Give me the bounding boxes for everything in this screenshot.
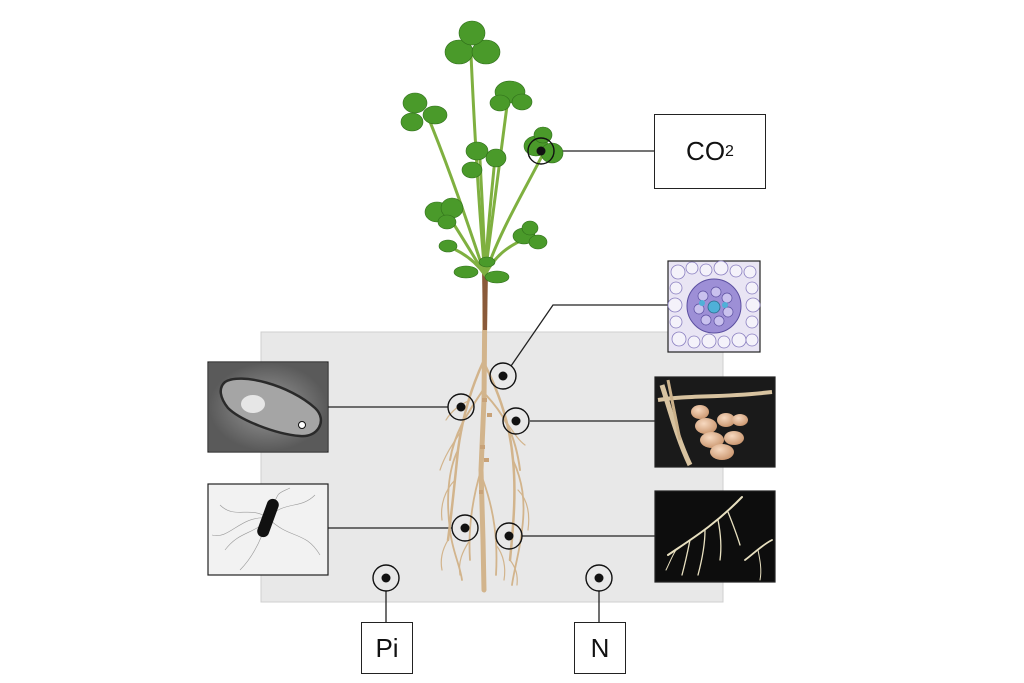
marker-root-section bbox=[489, 362, 517, 390]
bacterium-cell-micrograph bbox=[207, 361, 329, 453]
n-label: N bbox=[590, 632, 610, 663]
stem-base bbox=[482, 270, 488, 330]
root-nodule-marks bbox=[479, 398, 492, 494]
root-hairs-photo bbox=[654, 490, 776, 583]
marker-leaf-co2 bbox=[527, 137, 555, 165]
pi-label-box: Pi bbox=[361, 622, 413, 674]
marker-n bbox=[585, 564, 613, 592]
root-system bbox=[439, 287, 530, 593]
marker-symbols bbox=[372, 137, 613, 592]
soil-region bbox=[260, 331, 724, 603]
clover-leaves bbox=[400, 20, 564, 284]
flagellated-bacterium-micrograph bbox=[207, 483, 329, 576]
marker-nodules bbox=[502, 407, 530, 435]
marker-bacterium-cell bbox=[447, 393, 475, 421]
co2-subscript: 2 bbox=[725, 142, 734, 160]
root-nodules-photo bbox=[654, 376, 776, 468]
pi-label: Pi bbox=[375, 632, 399, 663]
connector-lines bbox=[328, 150, 668, 622]
n-label-box: N bbox=[574, 622, 626, 674]
marker-root-hairs bbox=[495, 522, 523, 550]
marker-pi bbox=[372, 564, 400, 592]
root-cross-section-micrograph bbox=[667, 260, 761, 353]
marker-flagellated-bacterium bbox=[451, 514, 479, 542]
co2-label: CO bbox=[686, 136, 726, 166]
